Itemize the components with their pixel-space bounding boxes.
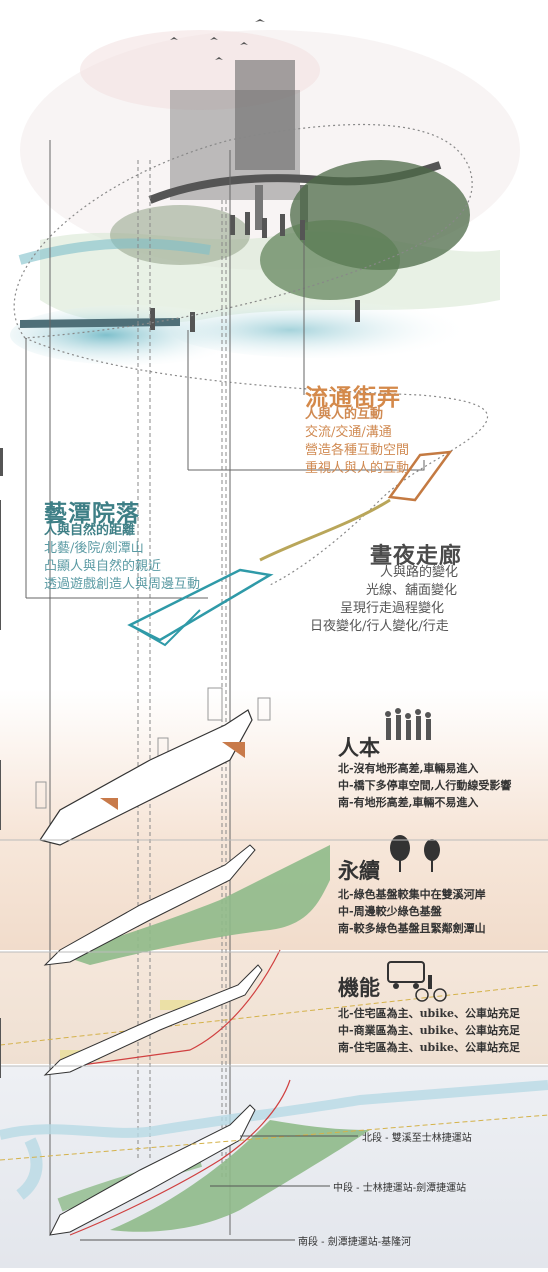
sustain-line-3: 南-較多綠色基盤且緊鄰劍潭山 — [338, 922, 486, 935]
human-title: 人本 — [338, 735, 380, 760]
human-line-1: 北-沒有地形高差,車輛易進入 — [338, 762, 479, 775]
sustain-section-art — [43, 835, 440, 966]
map-section-art — [0, 1079, 548, 1241]
corridor-title: 流通街弄 — [305, 384, 401, 411]
courtyard-line-3: 透過遊戲創造人與周邊互動 — [44, 577, 201, 592]
edge-tab — [0, 1018, 1, 1078]
leader-lines — [26, 390, 425, 599]
river — [0, 1080, 548, 1140]
map-leader-lines — [80, 1135, 358, 1241]
green-area — [110, 1120, 370, 1232]
sustain-title: 永續 — [338, 858, 380, 883]
edge-tab — [0, 448, 3, 476]
courtyard-line-2: 凸顯人與自然的親近 — [44, 559, 162, 574]
courtyard-subtitle: 人與自然的距離 — [44, 523, 136, 538]
function-title: 機能 — [338, 975, 380, 1000]
collage-illustration — [10, 19, 520, 365]
function-section-art — [0, 949, 541, 1076]
route-teal — [127, 568, 274, 642]
gallery-line-1: 光線、舖面變化 — [366, 583, 458, 598]
route-orange — [387, 450, 453, 502]
pier — [20, 318, 180, 328]
bus-bike-icon — [387, 961, 447, 1002]
dotted-path — [24, 337, 489, 586]
sustain-line-1: 北-綠色基盤較集中在雙溪河岸 — [338, 888, 486, 901]
corridor-subtitle: 人與人的互動 — [305, 407, 384, 422]
human-section-art — [35, 687, 431, 846]
courtyard-title: 藝潭院落 — [44, 500, 140, 527]
gallery-subtitle: 人與路的變化 — [380, 565, 459, 580]
function-line-1: 北-住宅區為主、ubike、公車站充足 — [338, 1007, 521, 1020]
vertical-guides — [25, 140, 305, 1235]
sustain-line-2: 中-周邊較少綠色基盤 — [338, 905, 442, 918]
edge-tab — [0, 760, 1, 830]
tree-icon — [390, 835, 440, 872]
birds — [170, 19, 265, 60]
gallery-line-3: 日夜變化/行人變化/行走 — [310, 619, 449, 634]
segment-south: 南段 - 劍潭捷運站-基隆河 — [298, 1237, 412, 1248]
courtyard-line-1: 北藝/後院/劍潭山 — [44, 541, 144, 556]
segment-north: 北段 - 雙溪至士林捷運站 — [362, 1133, 472, 1144]
corridor-line-2: 營造各種互動空間 — [305, 443, 410, 458]
human-line-3: 南-有地形高差,車輛不易進入 — [338, 796, 479, 809]
corridor-line-1: 交流/交通/溝通 — [305, 425, 392, 440]
human-people-icon — [385, 708, 431, 740]
band-function — [0, 952, 548, 1064]
gallery-title: 晝夜走廊 — [370, 543, 463, 569]
people-silhouettes — [150, 212, 360, 332]
function-line-3: 南-住宅區為主、ubike、公車站充足 — [338, 1041, 521, 1054]
segment-middle: 中段 - 士林捷運站-劍潭捷運站 — [333, 1183, 467, 1194]
edge-tab — [0, 500, 1, 630]
human-line-2: 中-橋下多停車空間,人行動線受影響 — [338, 779, 512, 792]
gallery-line-2: 呈現行走過程變化 — [340, 601, 445, 616]
corridor-line-3: 重視人與人的互動 — [305, 461, 410, 476]
route-shapes — [127, 450, 453, 647]
section-dividers — [0, 839, 548, 1067]
function-line-2: 中-商業區為主、ubike、公車站充足 — [338, 1024, 521, 1037]
